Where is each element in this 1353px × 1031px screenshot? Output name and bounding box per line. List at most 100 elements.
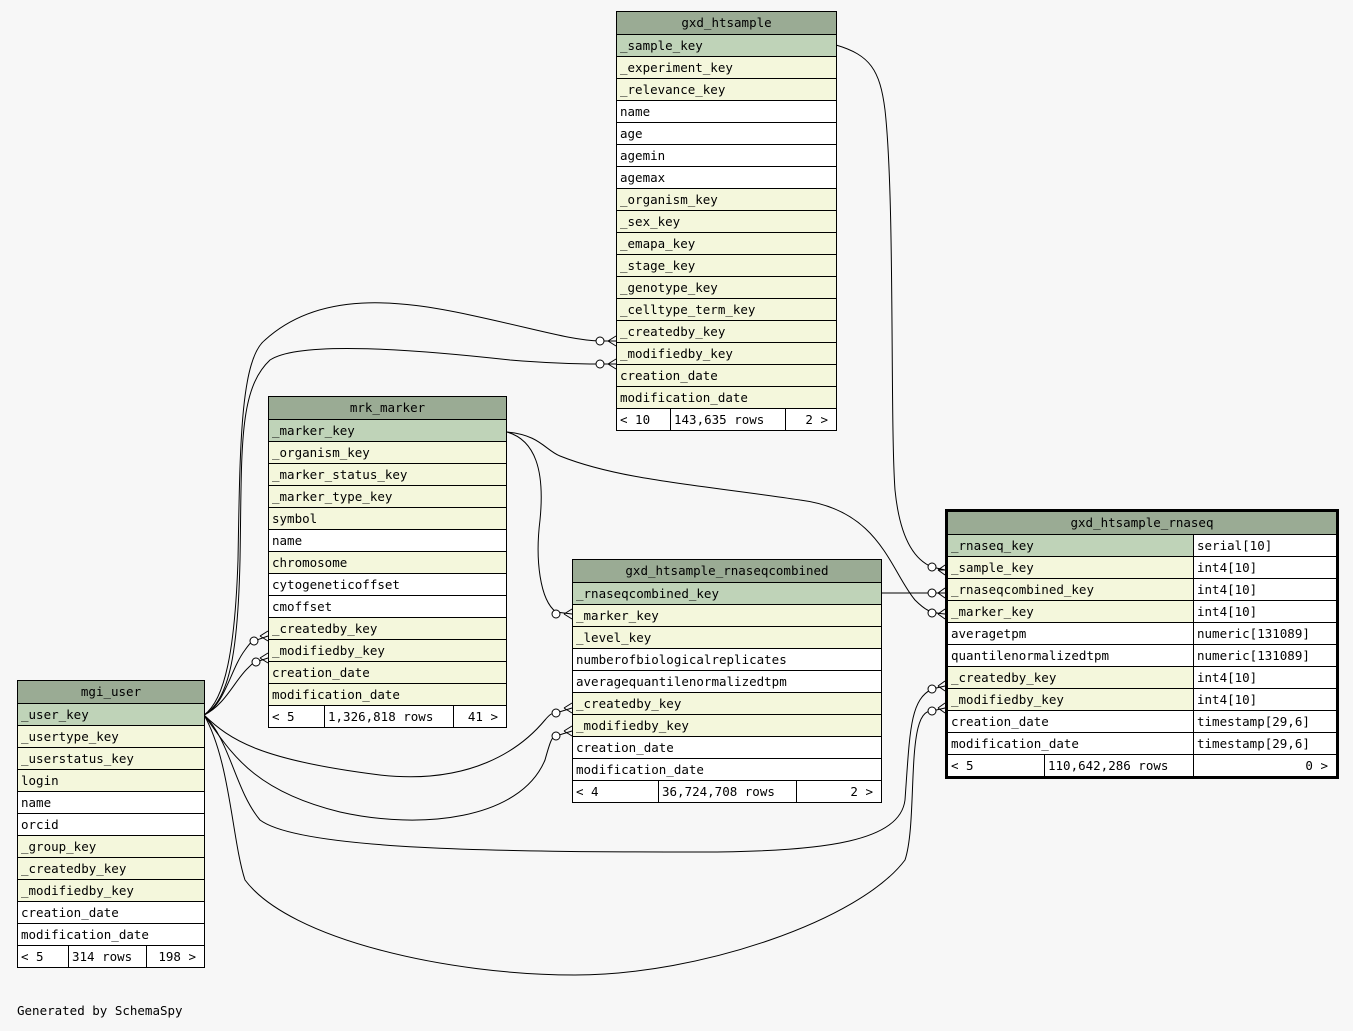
table-gxd-htsample-rnaseqcombined[interactable]: gxd_htsample_rnaseqcombined_rnaseqcombin… [572,559,882,803]
column-row[interactable]: _organism_key [617,188,836,210]
parents-link[interactable]: < 4 [576,784,599,799]
column-name: _marker_status_key [272,467,408,482]
column-row[interactable]: _sex_key [617,210,836,232]
column-name: login [21,773,59,788]
table-gxd-htsample[interactable]: gxd_htsample_sample_key_experiment_key_r… [616,11,837,431]
table-header[interactable]: gxd_htsample_rnaseq [948,512,1336,534]
column-row[interactable]: _createdby_key [18,857,204,879]
marker-circle [595,336,605,346]
column-row[interactable]: modification_date [269,683,506,705]
parents-link[interactable]: < 10 [620,412,651,427]
column-row[interactable]: _marker_key [573,604,881,626]
column-row[interactable]: symbol [269,507,506,529]
column-row[interactable]: age [617,122,836,144]
column-row[interactable]: agemin [617,144,836,166]
column-row[interactable]: _marker_key [269,419,506,441]
column-row[interactable]: _createdby_key [269,617,506,639]
table-header[interactable]: gxd_htsample_rnaseqcombined [573,560,881,582]
column-name: _group_key [21,839,97,854]
column-row[interactable]: _modifiedby_key [573,714,881,736]
column-row[interactable]: _createdby_key [573,692,881,714]
children-link[interactable]: 2 > [796,781,881,802]
column-row[interactable]: cmoffset [269,595,506,617]
rel-user-to-rnaseq-modifiedby [203,707,946,976]
children-link[interactable]: 0 > [1193,755,1336,776]
column-name: modification_date [951,736,1079,751]
column-row[interactable]: login [18,769,204,791]
column-row[interactable]: orcid [18,813,204,835]
column-row[interactable]: _marker_status_key [269,463,506,485]
column-name: name [272,533,303,548]
children-link[interactable]: 41 > [453,706,506,727]
column-row[interactable]: creation_date [617,364,836,386]
table-header[interactable]: mrk_marker [269,397,506,419]
column-row[interactable]: _relevance_key [617,78,836,100]
children-link[interactable]: 2 > [785,409,836,430]
column-row[interactable]: _genotype_key [617,276,836,298]
rel-user-to-rnaseq-createdby [203,685,946,853]
column-row[interactable]: _user_key [18,703,204,725]
column-row[interactable]: modification_date [617,386,836,408]
column-row[interactable]: creation_date [573,736,881,758]
rel-user-to-combined-modifiedby [203,714,573,821]
table-mgi-user[interactable]: mgi_user _user_key _usertype_key_userstatu… [17,680,205,968]
column-row[interactable]: name [18,791,204,813]
children-link[interactable]: 198 > [146,946,204,967]
column-row[interactable]: _celltype_term_key [617,298,836,320]
column-row[interactable]: averagequantilenormalizedtpm [573,670,881,692]
column-name: modification_date [272,687,400,702]
marker-circle [551,708,561,718]
column-row[interactable]: _emapa_key [617,232,836,254]
column-row[interactable]: name [269,529,506,551]
column-row[interactable]: _organism_key [269,441,506,463]
table-header[interactable]: mgi_user [18,681,204,703]
column-row[interactable]: _modifiedby_key [269,639,506,661]
column-row[interactable]: _modifiedby_key [617,342,836,364]
parents-link[interactable]: < 5 [951,758,974,773]
table-mrk-marker[interactable]: mrk_marker _marker_key_organism_key _marke… [268,396,507,728]
column-row[interactable]: name [617,100,836,122]
column-row[interactable]: _level_key [573,626,881,648]
column-name: _user_key [21,707,89,722]
column-row[interactable]: creation_date [18,901,204,923]
column-row[interactable]: _experiment_key [617,56,836,78]
column-name: numberofbiologicalreplicates [576,652,787,667]
column-name: _createdby_key [620,324,726,339]
column-row[interactable]: _modifiedby_key [18,879,204,901]
column-row[interactable]: chromosome [269,551,506,573]
column-row[interactable]: _rnaseqcombined_key [573,582,881,604]
parents-link[interactable]: < 5 [272,709,295,724]
column-row[interactable]: cytogeneticoffset [269,573,506,595]
column-row[interactable]: creation_date [269,661,506,683]
column-row[interactable]: _group_key [18,835,204,857]
column-name: _modifiedby_key [21,883,134,898]
column-row[interactable]: _marker_type_key [269,485,506,507]
column-row[interactable]: _sample_key [617,34,836,56]
row-count: 110,642,286 rows [1044,755,1193,776]
table-name: mrk_marker [349,400,426,415]
column-row[interactable]: _usertype_key [18,725,204,747]
column-row[interactable]: _stage_key [617,254,836,276]
row-count: 1,326,818 rows [324,706,453,727]
column-row[interactable]: modification_date [573,758,881,780]
column-row[interactable]: _userstatus_key [18,747,204,769]
column-row[interactable]: numberofbiologicalreplicates [573,648,881,670]
column-row[interactable]: modification_date [18,923,204,945]
table-header[interactable]: gxd_htsample [617,12,836,34]
column-row[interactable]: _createdby_key [617,320,836,342]
rel-marker-to-combined [506,431,573,615]
parents-link[interactable]: < 5 [21,949,44,964]
column-name: _createdby_key [576,696,682,711]
column-row[interactable]: agemax [617,166,836,188]
